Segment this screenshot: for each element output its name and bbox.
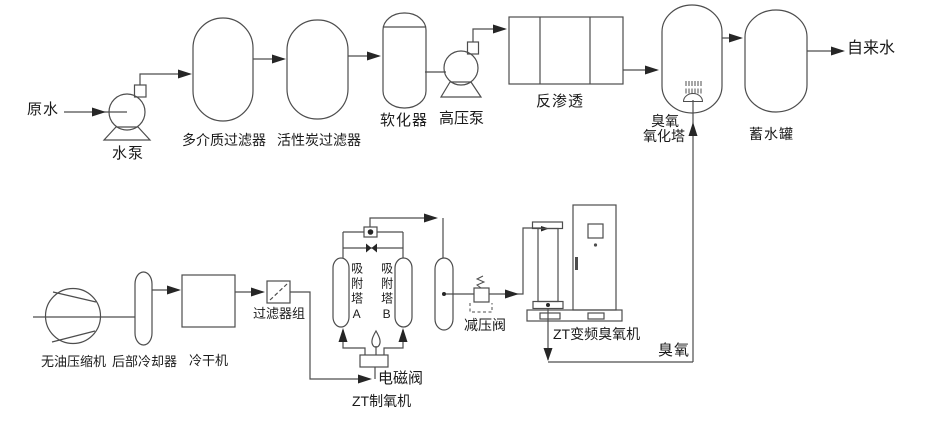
pressure-reducing-valve-label: 减压阀 — [464, 317, 506, 333]
carbon-filter-label: 活性炭过滤器 — [277, 132, 361, 148]
ozone-machine-cabinet — [572, 204, 617, 311]
storage-tank-label: 蓄水罐 — [749, 126, 794, 142]
pipe-network — [33, 28, 843, 380]
solenoid-valve-label: 电磁阀 — [378, 370, 424, 387]
pressure-reducing-valve-icon — [469, 275, 493, 313]
ozone-generator-tube — [531, 221, 564, 310]
solenoid-valve-manifold — [359, 329, 389, 368]
storage-tank-vessel — [744, 9, 808, 113]
filter-group-symbol — [266, 280, 291, 304]
ozone-oxidation-tower — [661, 4, 723, 114]
water-pump-symbol — [102, 84, 152, 141]
filter-group-label: 过滤器组 — [253, 306, 306, 321]
cabinet-display-window — [587, 223, 604, 239]
cabinet-button-icon — [593, 243, 598, 247]
flow-arrowheads — [92, 24, 845, 384]
high-pressure-pump-label: 高压泵 — [439, 110, 485, 127]
reverse-osmosis-unit — [508, 16, 624, 85]
high-pressure-pump-symbol — [439, 41, 483, 98]
compressor-symbol — [44, 287, 102, 345]
adsorption-tower-b-label: 吸附塔B — [379, 262, 394, 324]
buffer-tank-vessel — [434, 257, 454, 331]
tap-water-label: 自来水 — [847, 40, 896, 57]
spring-icon — [475, 275, 486, 289]
multimedia-filter-label: 多介质过滤器 — [182, 132, 266, 148]
ozone-tower-label-line1: 臭氧 — [651, 113, 679, 129]
after-cooler-label: 后部冷却器 — [112, 354, 178, 369]
water-pump-label: 水泵 — [112, 145, 145, 162]
softener-vessel — [382, 12, 427, 109]
dryer-unit — [181, 274, 236, 328]
connection-dots — [442, 292, 550, 307]
ozone-machine-label: ZT变频臭氧机 — [553, 326, 641, 342]
adsorption-tower-b-vessel — [394, 257, 413, 328]
tower-switch-valve-icon — [363, 226, 378, 238]
oxygen-generator-label: ZT制氧机 — [352, 393, 412, 409]
adsorption-tower-a-label: 吸附塔A — [349, 262, 364, 324]
raw-water-label: 原水 — [27, 101, 60, 118]
compressor-label: 无油压缩机 — [41, 354, 107, 369]
ozone-gas-label: 臭氧 — [658, 342, 691, 359]
cabinet-handle-icon — [575, 257, 578, 270]
equalizing-valve-icon — [366, 243, 377, 253]
dryer-label: 冷干机 — [189, 353, 229, 368]
ozone-tower-label-line2: 氧化塔 — [643, 128, 685, 144]
softener-label: 软化器 — [380, 112, 429, 129]
reverse-osmosis-label: 反渗透 — [536, 93, 585, 110]
muffler-icon — [371, 329, 381, 348]
multimedia-filter-vessel — [192, 17, 254, 122]
diffuser-icon — [682, 81, 704, 102]
after-cooler-vessel — [134, 271, 153, 346]
ozone-machine-base — [526, 309, 623, 322]
carbon-filter-vessel — [286, 19, 349, 120]
adsorption-tower-a-vessel — [332, 257, 350, 328]
